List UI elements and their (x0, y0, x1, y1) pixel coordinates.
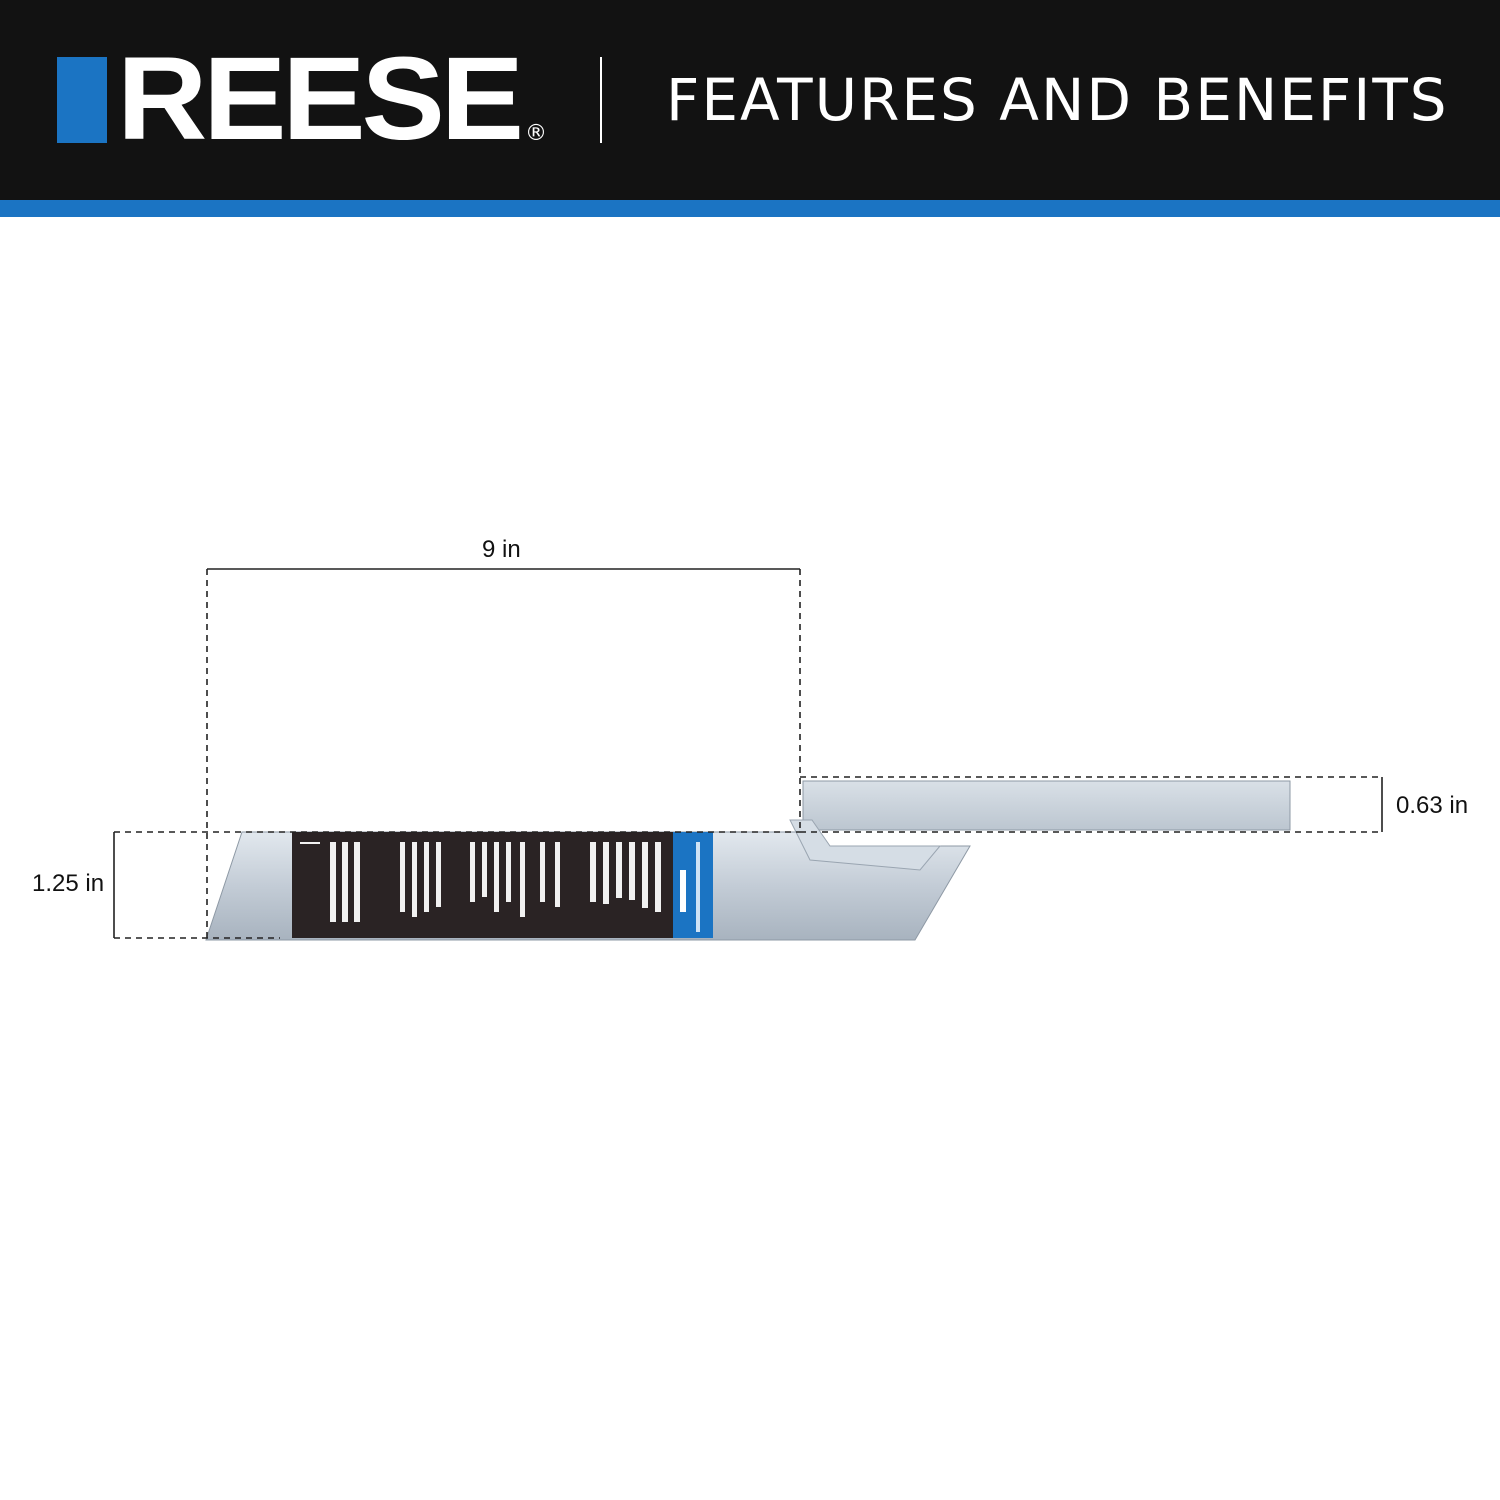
label-spec-lines (300, 842, 661, 922)
page-title: FEATURES AND BENEFITS (666, 66, 1449, 134)
width-dimension-label: 0.63 in (1396, 792, 1469, 819)
label-patent (696, 842, 700, 932)
header-bar (0, 0, 1500, 200)
brand-logo: REESE (117, 33, 524, 165)
ball-mount-platform (802, 780, 1291, 831)
header-accent-stripe (0, 200, 1500, 217)
product-label (292, 832, 713, 938)
label-part-number (680, 870, 686, 912)
height-dimension-label: 1.25 in (32, 870, 105, 897)
brand-logo-mark (57, 57, 107, 143)
registered-trademark: ® (525, 121, 547, 146)
length-dimension-label: 9 in (482, 536, 521, 563)
dimension-lines (113, 568, 1383, 940)
weld-seam (789, 819, 942, 871)
header-divider (600, 57, 602, 143)
